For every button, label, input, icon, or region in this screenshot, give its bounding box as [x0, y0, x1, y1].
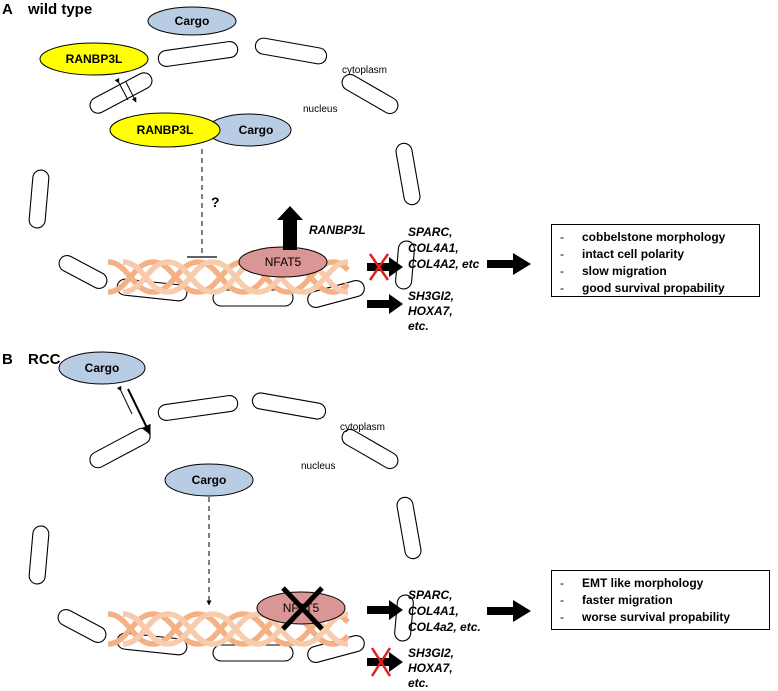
nucleus-label-a: nucleus	[303, 104, 337, 115]
nucleus-label-b: nucleus	[301, 461, 335, 472]
import-arrow-a	[114, 77, 129, 101]
repressed-gene-b-2: etc.	[408, 676, 429, 690]
cargo-cytoplasm-b-label: Cargo	[85, 361, 120, 375]
outcome-b-item: -worse survival propability	[560, 610, 731, 624]
repressed-gene-arrow-b	[367, 652, 403, 672]
repressed-gene-b-0: SH3GI2,	[408, 646, 454, 660]
ranbp3l-nucleus-label: RANBP3L	[137, 123, 194, 137]
outcome-arrow-b	[487, 600, 531, 622]
ranbp3l-cytoplasm	[39, 42, 149, 76]
induced-gene-a-2: etc.	[408, 319, 429, 333]
outcome-a-item: -good survival propability	[560, 281, 725, 295]
panel-a: A wild type cytoplasm nucleus Cargo RANB…	[2, 1, 531, 333]
induced-gene-b-0: SPARC,	[408, 588, 452, 602]
induced-gene-b-2: COL4a2, etc.	[408, 620, 481, 634]
block-cross-b	[370, 647, 392, 677]
cargo-cytoplasm-a-label: Cargo	[175, 14, 210, 28]
panel-b-title: RCC	[28, 351, 61, 368]
unknown-mechanism-mark: ?	[211, 194, 220, 210]
outcome-a-text-2: slow migration	[582, 264, 667, 278]
cargo-cytoplasm-a	[147, 6, 237, 36]
panel-a-letter: A	[2, 1, 13, 18]
outcome-a-item: -cobbelstone morphology	[560, 230, 726, 244]
outcome-arrow-a	[487, 253, 531, 275]
cargo-cytoplasm-b	[58, 351, 146, 385]
ranbp3l-cytoplasm-label: RANBP3L	[66, 52, 123, 66]
repressed-gene-a-0: SPARC,	[408, 225, 452, 239]
induced-gene-a-1: HOXA7,	[408, 304, 453, 318]
repressed-gene-arrow-a	[367, 257, 403, 277]
outcome-a-text-0: cobbelstone morphology	[582, 230, 726, 244]
ranbp3l-nucleus	[109, 112, 221, 148]
repressed-gene-a-2: COL4A2, etc	[408, 257, 480, 271]
panel-a-title: wild type	[27, 1, 92, 18]
repressed-gene-a-1: COL4A1,	[408, 241, 459, 255]
induced-gene-arrow-a	[367, 294, 403, 314]
induced-gene-b-1: COL4A1,	[408, 604, 459, 618]
cargo-nucleus-a-label: Cargo	[239, 123, 274, 137]
outcome-a-item: -slow migration	[560, 264, 667, 278]
export-arrow-a	[125, 81, 137, 103]
outcome-b-item: -EMT like morphology	[560, 576, 704, 590]
cytoplasm-label-b: cytoplasm	[340, 422, 385, 433]
induced-gene-arrow-b	[367, 600, 403, 620]
induced-gene-a-0: SH3GI2,	[408, 289, 454, 303]
nfat5-loss-cross	[281, 586, 324, 631]
outcome-b-text-2: worse survival propability	[582, 610, 731, 624]
dna-helix-b	[107, 611, 350, 647]
block-cross-a	[368, 253, 390, 281]
outcome-b-text-0: EMT like morphology	[582, 576, 704, 590]
export-arrow-b	[127, 388, 151, 435]
outcome-b-text-1: faster migration	[582, 593, 673, 607]
outcome-box-b: -EMT like morphology -faster migration -…	[551, 570, 770, 630]
outcome-a-item: -intact cell polarity	[560, 247, 685, 261]
ranbp3l-gene-label: RANBP3L	[309, 223, 366, 237]
panel-b-letter: B	[2, 351, 13, 368]
outcome-a-text-1: intact cell polarity	[582, 247, 685, 261]
outcome-b-item: -faster migration	[560, 593, 673, 607]
repressed-gene-b-1: HOXA7,	[408, 661, 453, 675]
import-arrow-b	[116, 385, 133, 415]
cargo-nucleus-b	[164, 463, 254, 497]
panel-b: B RCC cytoplasm nucleus Cargo Cargo	[2, 351, 531, 690]
cargo-nucleus-b-label: Cargo	[192, 473, 227, 487]
cytoplasm-label-a: cytoplasm	[342, 65, 387, 76]
nfat5-a-label: NFAT5	[265, 255, 302, 269]
outcome-a-text-3: good survival propability	[582, 281, 725, 295]
outcome-box-a: -cobbelstone morphology -intact cell pol…	[551, 224, 760, 297]
ranbp3l-upregulation-arrow	[277, 206, 303, 250]
